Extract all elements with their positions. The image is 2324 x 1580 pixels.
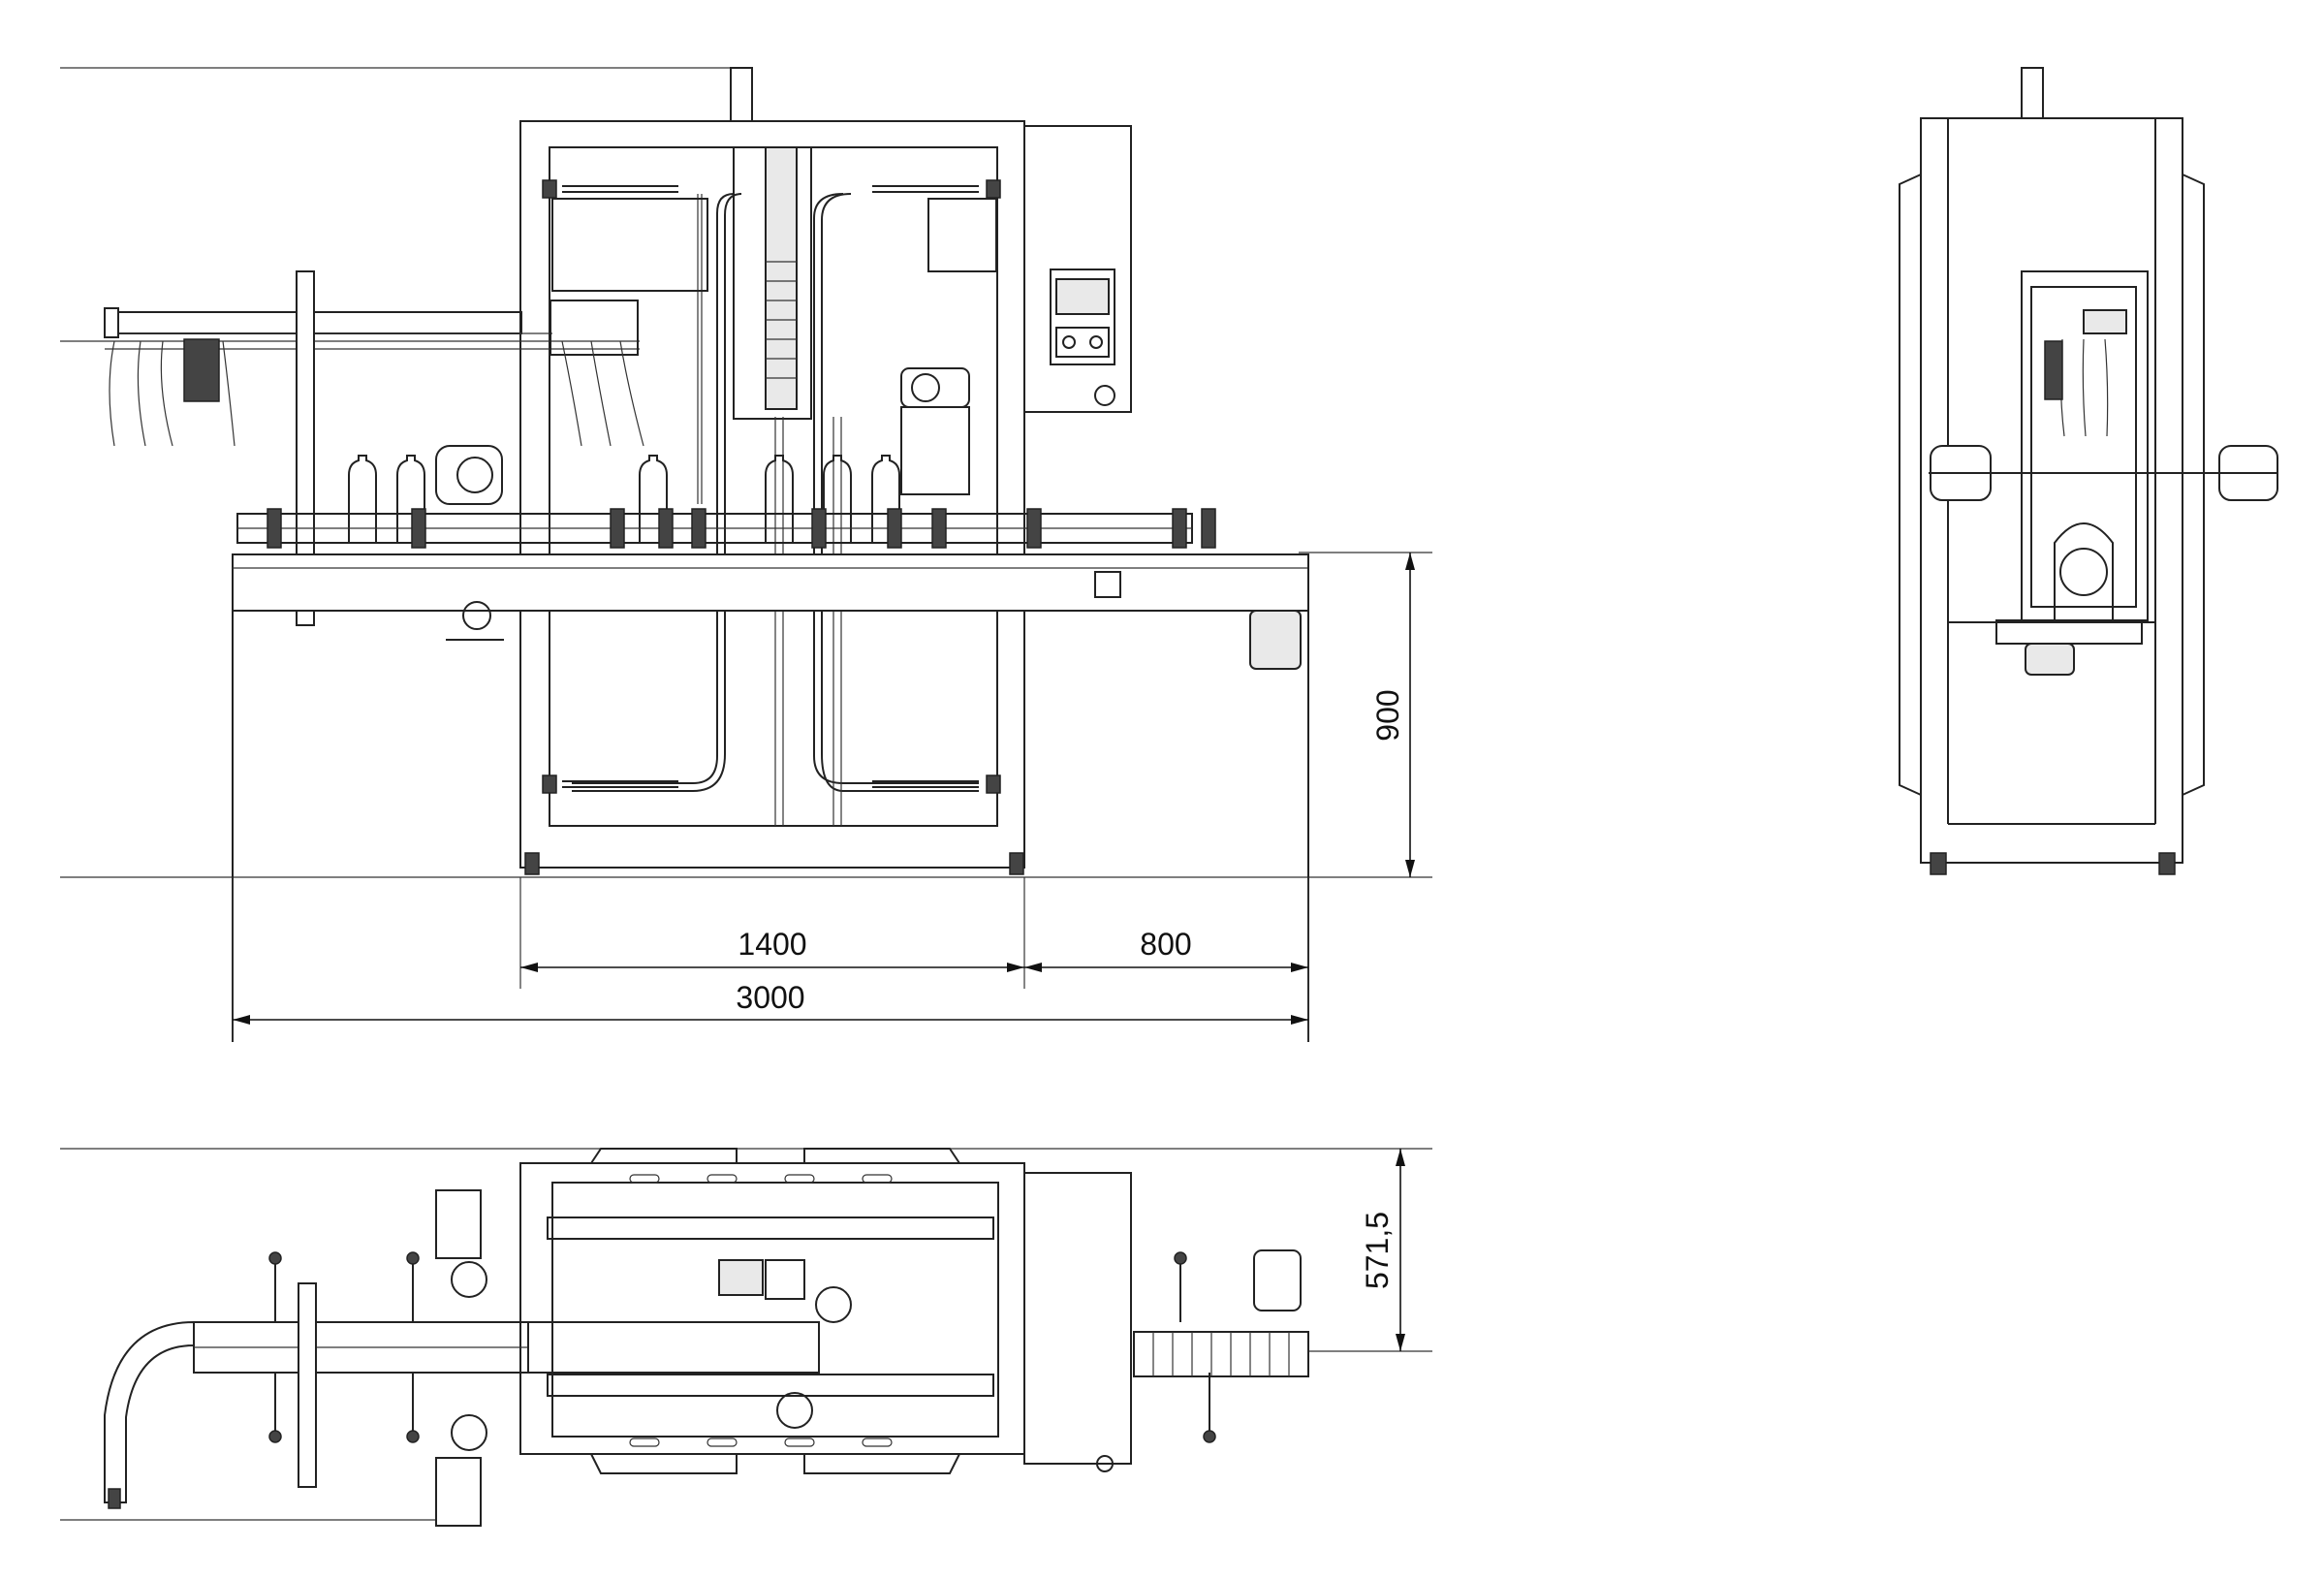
upper-infeed-conveyor: [104, 300, 644, 447]
control-cabinet: [1023, 125, 1132, 413]
dimension-3000: 3000: [736, 980, 804, 1015]
guide-rods: [268, 1251, 1216, 1443]
dimension-571-5: 571,5: [1360, 1212, 1395, 1289]
front-view: [60, 67, 1432, 1042]
dimension-800: 800: [1140, 927, 1191, 962]
frame-braces: [542, 179, 1001, 794]
column-rungs: [766, 261, 797, 379]
top-dimensions: 571,5: [1360, 1149, 1405, 1351]
main-conveyor: [232, 513, 1309, 1042]
top-view: [60, 1148, 1432, 1527]
dimension-1400: 1400: [738, 927, 806, 962]
bottles: [348, 455, 900, 544]
dimension-900: 900: [1370, 689, 1405, 741]
side-view: [1899, 67, 2278, 875]
front-dimensions: 1400 800 3000 900: [232, 552, 1432, 1042]
guide-brackets: [267, 508, 1216, 549]
outfeed-slats: [1152, 1332, 1290, 1376]
frame-slots: [629, 1174, 893, 1447]
